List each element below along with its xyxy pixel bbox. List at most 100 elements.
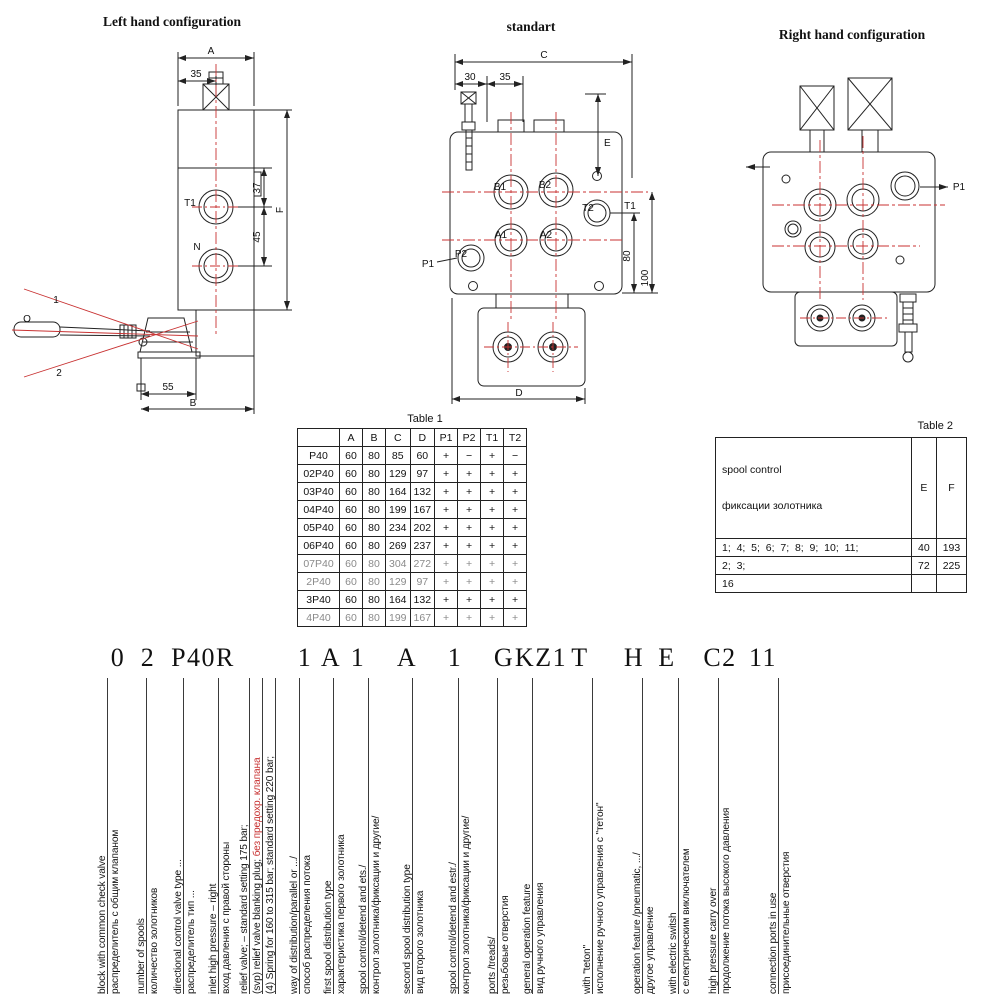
dim-35c-label: 35: [499, 72, 511, 83]
table2-e-cell: [911, 574, 937, 593]
order-code-label-line: характеристика первого золотника: [336, 834, 347, 994]
table1-cell: +: [480, 590, 505, 609]
table1-cell: +: [503, 536, 528, 555]
table1-cell: 60: [339, 590, 363, 609]
table1-cell: +: [457, 572, 482, 591]
lever-handle: [13, 321, 61, 338]
right-title: Right hand configuration: [779, 27, 926, 42]
order-code-token: C2: [703, 643, 737, 672]
table1-cell: 80: [362, 446, 386, 465]
table1-header-cell: P1: [434, 428, 459, 447]
table1-cell: +: [503, 464, 528, 483]
table1-cell: 60: [339, 482, 363, 501]
order-code-label: relief valve; – standard setting 175 bar…: [238, 678, 277, 994]
table1-cell: 164: [385, 590, 411, 609]
table1-cell: 129: [385, 572, 411, 591]
dim-55-label: 55: [162, 382, 174, 393]
port-b2-label: B2: [539, 180, 552, 191]
table1-cell: 80: [362, 608, 386, 627]
port-p1r-label: P1: [953, 182, 966, 193]
lever-pos-0-label: O: [23, 314, 31, 325]
table1-cell: −: [457, 446, 482, 465]
order-code-token: 2: [140, 643, 156, 672]
port-t1-label: T1: [184, 198, 196, 209]
order-code-label-line: исполнение ручного управления с "тетон": [595, 802, 606, 994]
table1-cell: +: [434, 572, 459, 591]
order-code-label-line: другое управление: [645, 906, 656, 994]
order-code-label-line: block with common check valve: [96, 678, 109, 994]
table1-cell: 3P40: [297, 590, 340, 609]
center-centerlines: [442, 112, 648, 372]
order-code-label-line: контрол золотника/фиксации и другие/: [461, 815, 472, 994]
dim-35-label: 35: [190, 69, 202, 80]
center-drawing: standart C 30 35 E 80 100 D B1 B2 T2 A1 …: [422, 19, 658, 404]
table1-cell: +: [503, 554, 528, 573]
table1-cell: +: [457, 500, 482, 519]
table1-cell: 272: [409, 554, 436, 573]
table1-cell: +: [457, 464, 482, 483]
table2-header-f: F: [935, 437, 968, 539]
table1-cell: 304: [385, 554, 411, 573]
dim-37-label: 37: [252, 182, 263, 194]
table1-cell: 237: [409, 536, 436, 555]
table1-cell: +: [480, 572, 505, 591]
order-code-label-line: резьбовые отверстия: [500, 895, 511, 994]
dim-c-label: C: [540, 50, 547, 61]
table2-header-row: spool control фиксации золотника E F: [715, 437, 968, 539]
order-code-label-line: directional control valve type ...: [172, 678, 185, 994]
order-code-label: with "teton"исполнение ручного управлени…: [581, 678, 607, 994]
order-code-token: 1: [297, 643, 313, 672]
order-code-label-line: spool control/detend and estr./: [447, 678, 460, 994]
table1-cell: +: [434, 464, 459, 483]
table1-cell: 80: [362, 482, 386, 501]
dim-b-label: B: [190, 398, 197, 409]
center-valve-geometry: [436, 54, 658, 404]
table1-cell: +: [434, 500, 459, 519]
table1-cell: 60: [409, 446, 436, 465]
table1-cell: +: [457, 518, 482, 537]
table2-header-spools: spool control фиксации золотника: [715, 437, 912, 539]
port-p2: [457, 244, 485, 272]
table1-cell: 60: [339, 572, 363, 591]
dim-e-label: E: [604, 138, 611, 149]
table1-cell: +: [457, 590, 482, 609]
table1-cell: +: [480, 446, 505, 465]
table1-cell: +: [503, 590, 528, 609]
table1-header-cell: T2: [503, 428, 528, 447]
order-code-label-line: first spool distribution type: [322, 678, 335, 994]
order-code-token: G: [493, 643, 515, 672]
port-p1-right: [890, 171, 920, 201]
table1-cell: +: [503, 608, 528, 627]
order-code-label: way of distribution/parallel or .../спос…: [288, 678, 314, 994]
order-code-label-line: количество золотников: [149, 887, 160, 994]
left-drawing-labels: Left hand configuration A 35 37 45 F 55 …: [23, 14, 286, 409]
table2-spools-cell: 1; 4; 5; 6; 7; 8; 9; 10; 11;: [715, 538, 912, 557]
left-drawing: Left hand configuration A 35 37 45 F 55 …: [11, 14, 292, 414]
dim-a-label: A: [208, 46, 215, 57]
order-code-label-line: способ распределения потока: [302, 855, 313, 994]
dim-d-label: D: [515, 388, 522, 399]
table1-cell: 4P40: [297, 608, 340, 627]
table2-header-line2: фиксации золотника: [722, 500, 823, 512]
order-code-label-line: inlet high pressure – right: [207, 678, 220, 994]
table1-cell: +: [434, 608, 459, 627]
right-centerlines: [772, 136, 945, 319]
order-code-token: 1: [447, 643, 463, 672]
order-code-label-line: with electric switsh: [667, 678, 680, 994]
table1-cell: +: [457, 536, 482, 555]
order-code-label-line: контрол золотника/фиксации и другие/: [371, 815, 382, 994]
right-valve-geometry: [746, 77, 948, 363]
